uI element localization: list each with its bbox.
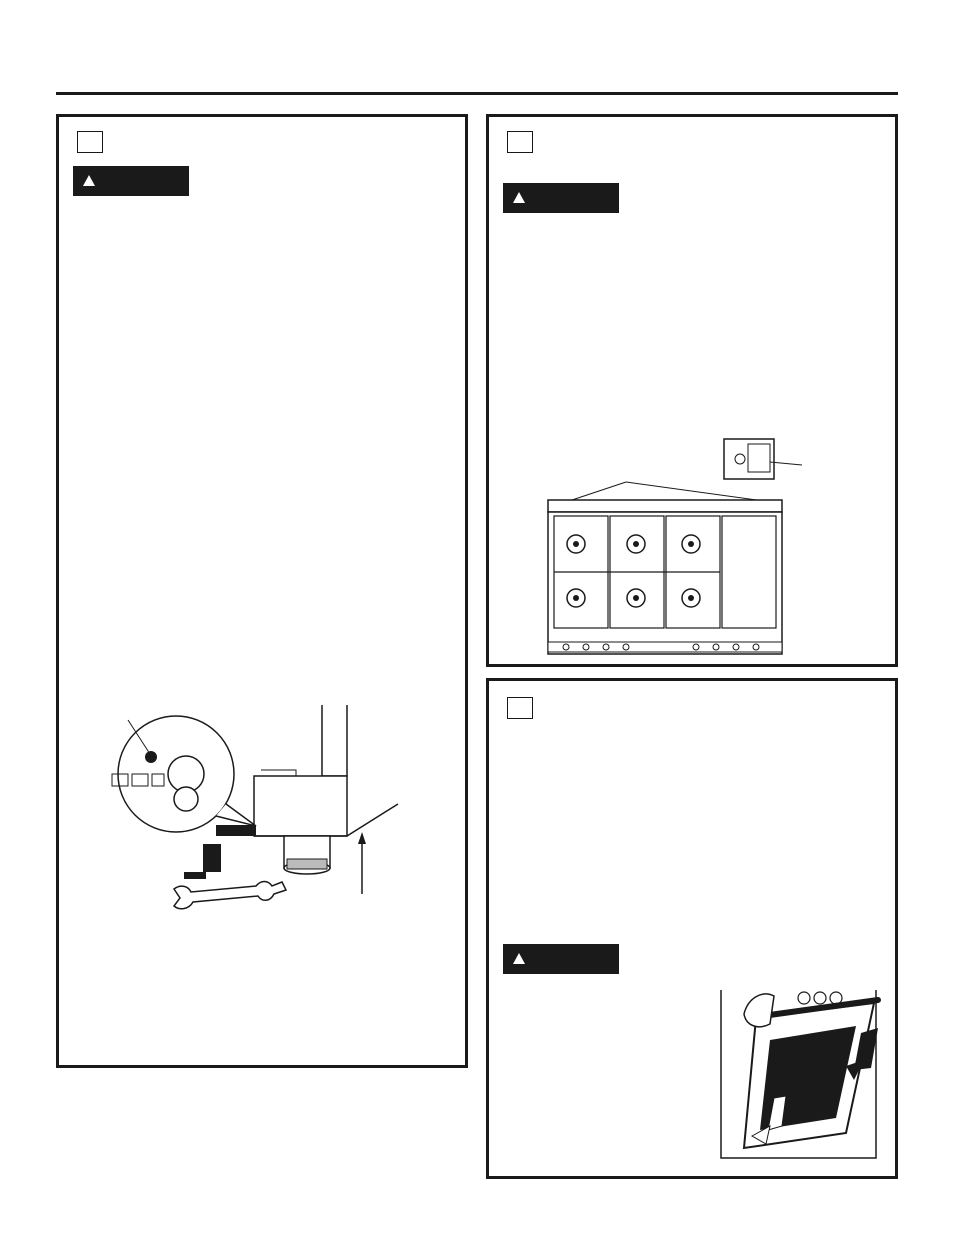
warning-banner — [503, 183, 619, 223]
cooktop-illustration — [547, 438, 803, 655]
leveling-leg-illustration — [111, 705, 399, 910]
warning-triangle-icon — [83, 175, 95, 206]
step-number-box — [507, 697, 533, 719]
warning-triangle-icon — [513, 192, 525, 223]
step-number-box — [77, 131, 103, 153]
warning-banner — [73, 166, 189, 206]
header-rule — [56, 92, 898, 95]
step-number-box — [507, 131, 533, 153]
panel-oven-door — [486, 678, 898, 1179]
warning-triangle-icon — [513, 953, 525, 984]
panel-leveling-legs — [56, 114, 468, 1068]
oven-door-illustration — [720, 990, 881, 1159]
warning-banner — [503, 944, 619, 984]
panel-cooktop — [486, 114, 898, 667]
